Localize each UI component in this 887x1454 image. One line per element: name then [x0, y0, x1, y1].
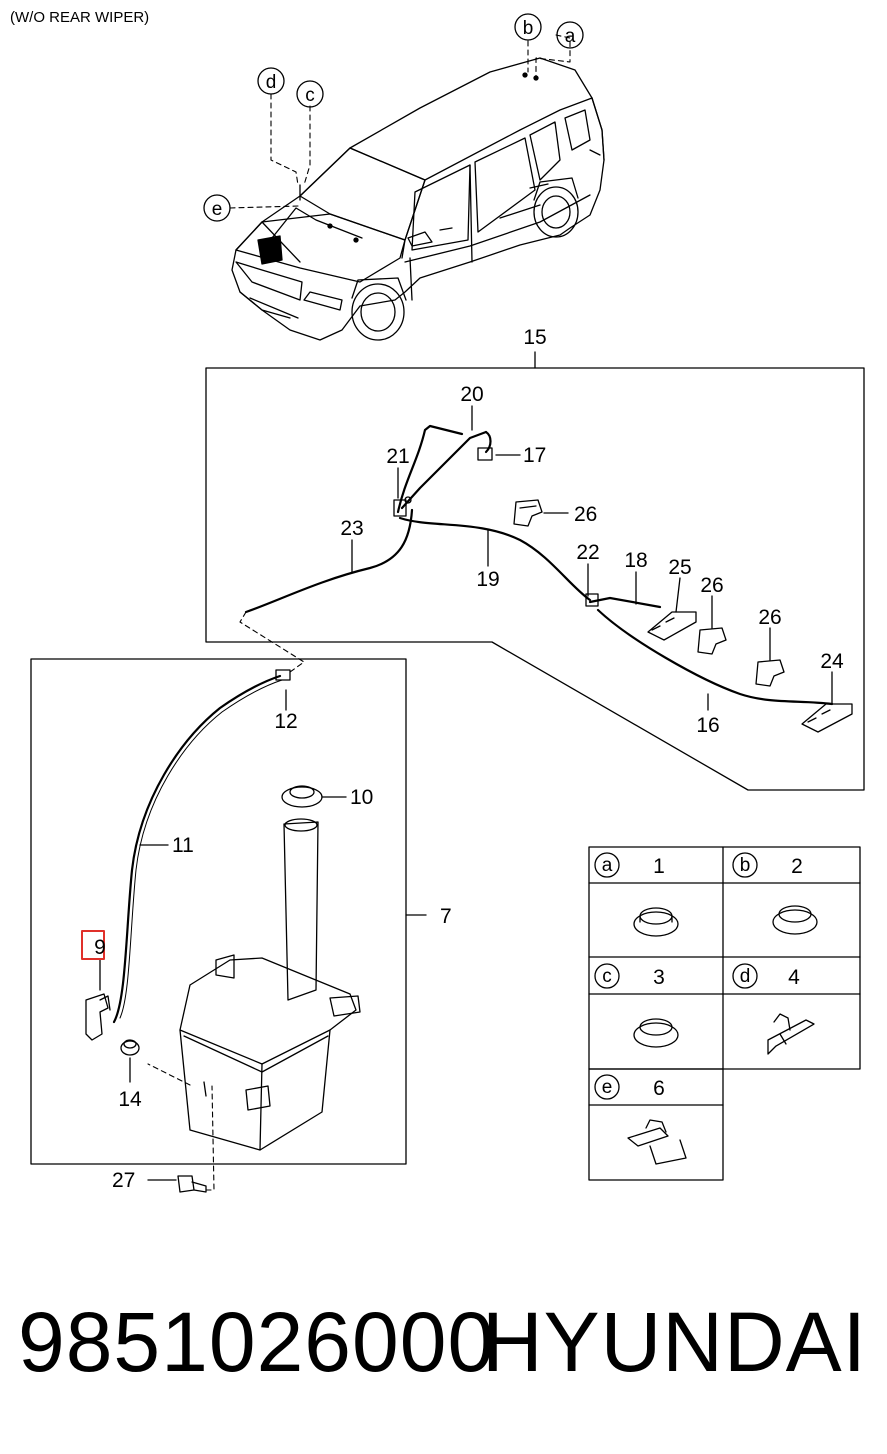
label-25: 25 [668, 556, 691, 579]
label-14: 14 [118, 1088, 142, 1111]
label-9: 9 [94, 936, 106, 959]
callout-b-text: b [523, 18, 534, 39]
callout-c [296, 80, 324, 108]
legend-letter-c: c [602, 966, 612, 987]
callout-e [203, 194, 231, 222]
callout-c-text: c [305, 85, 315, 106]
label-24: 24 [820, 650, 844, 673]
legend-letter-e: e [602, 1077, 613, 1098]
label-16: 16 [696, 714, 719, 737]
callout-d [257, 67, 285, 95]
legend-number-1: 1 [653, 855, 665, 878]
callout-e-text: e [212, 199, 223, 220]
vehicle-illustration [231, 57, 605, 341]
footer: 9851026000 HYUNDAI [0, 1294, 887, 1404]
label-26-right: 26 [758, 606, 781, 629]
legend-number-2: 2 [791, 855, 803, 878]
brand-name: HYUNDAI [481, 1295, 867, 1389]
part-number: 9851026000 [18, 1295, 496, 1389]
legend-table [588, 846, 861, 1181]
legend-letter-b: b [740, 855, 751, 876]
legend-letter-a: a [602, 855, 613, 876]
highlight-box [81, 930, 105, 960]
legend-number-6: 6 [653, 1077, 665, 1100]
legend-letter-d: d [740, 966, 751, 987]
reservoir-assembly-frame [30, 658, 407, 1165]
label-26-top: 26 [574, 503, 597, 526]
parts-diagram: b a d c e 15 20 17 21 26 23 22 18 25 19 … [30, 13, 865, 1193]
label-15: 15 [523, 326, 546, 349]
label-26-mid: 26 [700, 574, 723, 597]
label-11: 11 [172, 834, 194, 857]
header-note: (W/O REAR WIPER) [10, 9, 150, 26]
label-22: 22 [576, 541, 599, 564]
label-18: 18 [624, 549, 647, 572]
label-10: 10 [350, 786, 373, 809]
hose-assembly-frame [205, 367, 865, 791]
legend-number-3: 3 [653, 966, 665, 989]
label-7: 7 [440, 905, 452, 928]
callout-a [556, 21, 584, 49]
callout-d-text: d [266, 72, 277, 93]
label-23: 23 [340, 517, 363, 540]
legend-number-4: 4 [788, 966, 800, 989]
label-20: 20 [460, 383, 483, 406]
label-27: 27 [112, 1169, 135, 1192]
label-19: 19 [476, 568, 499, 591]
label-12: 12 [274, 710, 297, 733]
label-21: 21 [386, 445, 409, 468]
callout-b [514, 13, 542, 41]
callout-a-text: a [565, 26, 576, 47]
label-17: 17 [523, 444, 546, 467]
